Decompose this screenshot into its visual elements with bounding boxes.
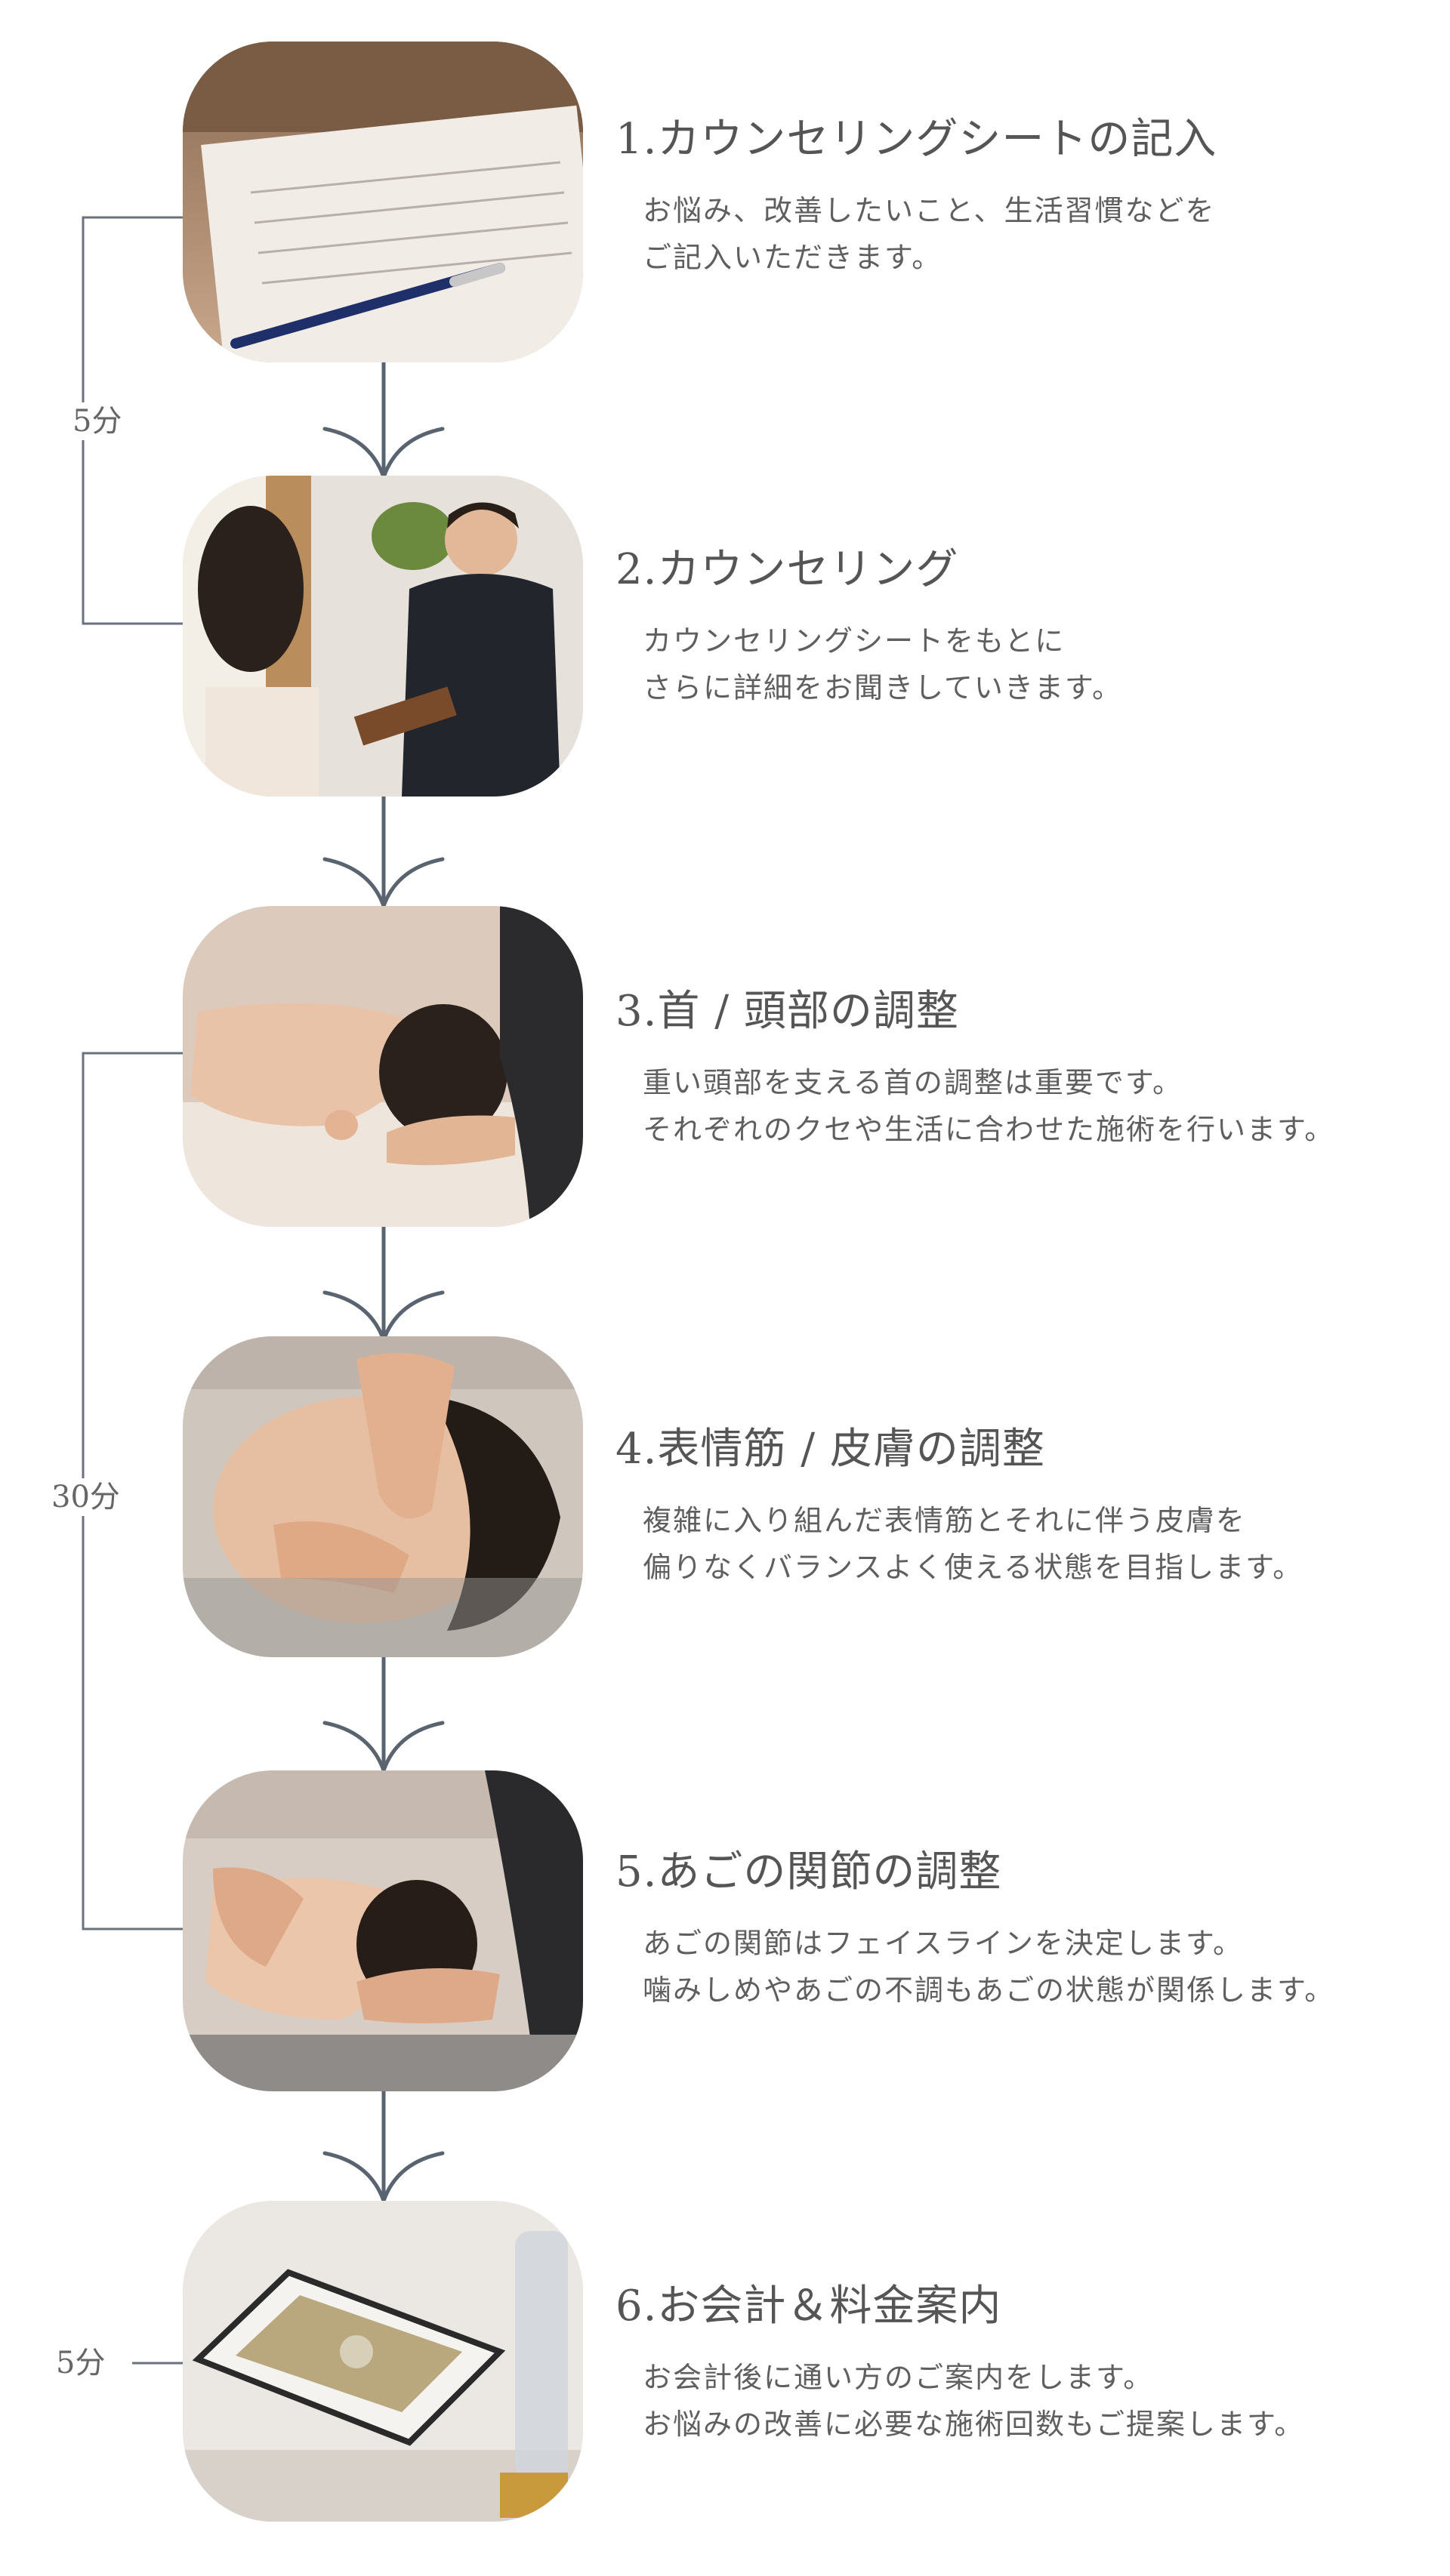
step-6-photo [183,2201,583,2522]
step-4-photo [183,1336,583,1657]
step-6: 6.お会計＆料金案内 お会計後に通い方のご案内をします。 お悩みの改善に必要な施… [615,2280,1408,2448]
step-2: 2.カウンセリング カウンセリングシートをもとに さらに詳細をお聞きしていきます… [615,544,1408,711]
step-3-title: 3.首 / 頭部の調整 [615,987,959,1036]
step-5-title: 5.あごの関節の調整 [615,1847,1002,1897]
practitioner-client-photo-icon [183,476,583,797]
jaw-adjustment-photo-icon [183,1770,583,2091]
step-2-description: カウンセリングシートをもとに さらに詳細をお聞きしていきます。 [615,618,1408,711]
step-6-title: 6.お会計＆料金案内 [615,2282,1002,2331]
neck-adjustment-photo-icon [183,906,583,1227]
duration-label-5min-checkout: 5分 [50,2344,112,2382]
step-2-title: 2.カウンセリング [615,545,959,594]
step-3: 3.首 / 頭部の調整 重い頭部を支える首の調整は重要です。 それぞれのクセや生… [615,985,1408,1153]
step-5-description: あごの関節はフェイスラインを決定します。 噛みしめやあごの不調もあごの状態が関係… [615,1920,1408,2014]
step-5-photo [183,1770,583,2091]
duration-label-5min: 5分 [66,402,128,440]
step-4-description: 複雑に入り組んだ表情筋とそれに伴う皮膚を 偏りなくバランスよく使える状態を目指し… [615,1497,1408,1591]
step-1-desc-line-2: ご記入いただきます。 [643,241,942,274]
step-1-desc-line-1: お悩み、改善したいこと、生活習慣などを [643,194,1216,227]
step-5-desc-line-2: 噛みしめやあごの不調もあごの状態が関係します。 [643,1974,1335,2007]
step-5: 5.あごの関節の調整 あごの関節はフェイスラインを決定します。 噛みしめやあごの… [615,1846,1408,2014]
step-3-photo [183,906,583,1227]
step-1-photo [183,42,583,362]
step-4: 4.表情筋 / 皮膚の調整 複雑に入り組んだ表情筋とそれに伴う皮膚を 偏りなくバ… [615,1423,1408,1591]
step-3-description: 重い頭部を支える首の調整は重要です。 それぞれのクセや生活に合わせた施術を行いま… [615,1059,1408,1153]
step-4-title: 4.表情筋 / 皮膚の調整 [615,1425,1045,1474]
step-4-desc-line-1: 複雑に入り組んだ表情筋とそれに伴う皮膚を [643,1504,1246,1537]
step-1-title: 1.カウンセリングシートの記入 [615,115,1217,164]
duration-label-30min: 30分 [45,1478,126,1516]
counseling-sheet-photo-icon [183,42,583,362]
payment-tray-photo-icon [183,2201,583,2522]
step-6-desc-line-1: お会計後に通い方のご案内をします。 [643,2361,1154,2394]
step-3-desc-line-2: それぞれのクセや生活に合わせた施術を行います。 [643,1113,1335,1146]
step-6-description: お会計後に通い方のご案内をします。 お悩みの改善に必要な施術回数もご提案します。 [615,2354,1408,2448]
step-6-desc-line-2: お悩みの改善に必要な施術回数もご提案します。 [643,2408,1305,2441]
step-1-description: お悩み、改善したいこと、生活習慣などを ご記入いただきます。 [615,187,1408,281]
step-2-photo [183,476,583,797]
step-2-desc-line-1: カウンセリングシートをもとに [643,624,1066,658]
step-5-desc-line-1: あごの関節はフェイスラインを決定します。 [643,1927,1244,1960]
step-4-desc-line-2: 偏りなくバランスよく使える状態を目指します。 [643,1551,1303,1584]
facial-treatment-photo-icon [183,1336,583,1657]
step-2-desc-line-2: さらに詳細をお聞きしていきます。 [643,671,1123,704]
step-3-desc-line-1: 重い頭部を支える首の調整は重要です。 [643,1066,1183,1099]
step-1: 1.カウンセリングシートの記入 お悩み、改善したいこと、生活習慣などを ご記入い… [615,113,1408,281]
